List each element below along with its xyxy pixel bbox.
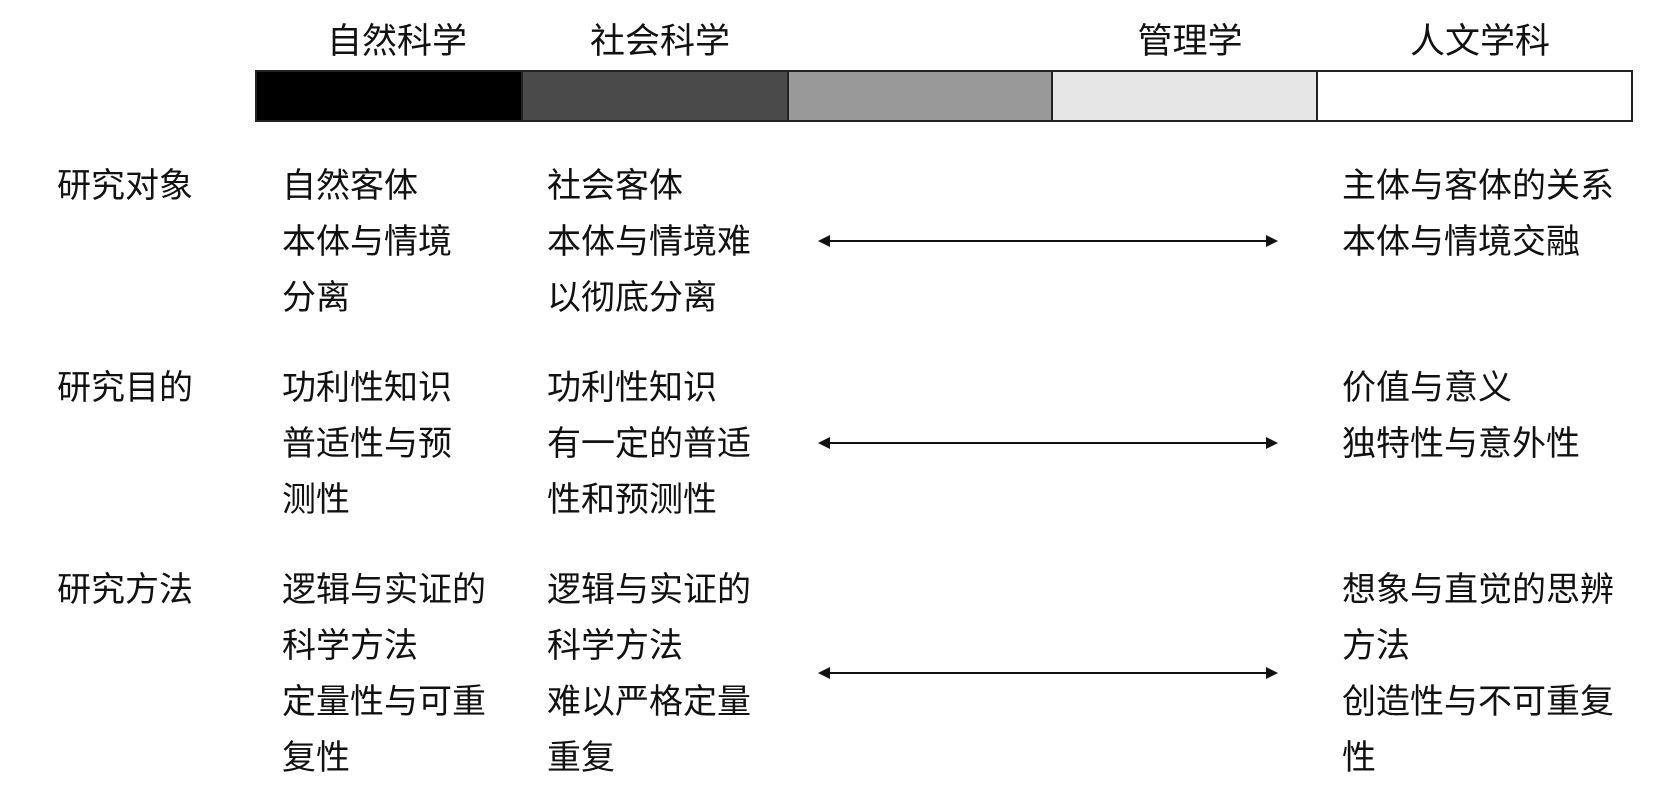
cell-line: 性和预测性 — [547, 480, 717, 520]
cell-line: 逻辑与实证的 — [547, 570, 751, 610]
cell-line: 难以严格定量 — [547, 682, 751, 722]
cell-line: 以彻底分离 — [547, 278, 717, 318]
cell-social-research-purpose: 功利性知识 有一定的普适 性和预测性 — [547, 360, 751, 528]
row-label-research-method: 研究方法 — [57, 570, 193, 610]
cell-line: 复性 — [282, 738, 350, 778]
cell-line: 价值与意义 — [1342, 368, 1512, 408]
cell-line: 本体与情境交融 — [1342, 222, 1580, 262]
header-label-management: 管理学 — [1137, 22, 1243, 62]
spectrum-segment-black — [257, 72, 523, 120]
spectrum-segment-mid-gray — [789, 72, 1053, 120]
cell-line: 社会客体 — [547, 166, 683, 206]
spectrum-segment-dark-gray — [523, 72, 789, 120]
cell-line: 普适性与预 — [282, 424, 452, 464]
cell-natural-research-object: 自然客体 本体与情境 分离 — [282, 158, 452, 326]
cell-line: 科学方法 — [282, 626, 418, 666]
cell-line: 科学方法 — [547, 626, 683, 666]
spectrum-bar — [255, 70, 1633, 122]
cell-line: 独特性与意外性 — [1342, 424, 1580, 464]
header-label-humanities: 人文学科 — [1409, 22, 1550, 62]
header-label-social-science: 社会科学 — [589, 22, 730, 62]
cell-line: 自然客体 — [282, 166, 418, 206]
cell-humanities-research-method: 想象与直觉的思辨 方法 创造性与不可重复 性 — [1342, 562, 1614, 786]
spectrum-segment-white — [1318, 72, 1631, 120]
cell-line: 定量性与可重 — [282, 682, 486, 722]
double-arrow-research-method — [818, 667, 1278, 679]
cell-line: 重复 — [547, 738, 615, 778]
cell-line: 有一定的普适 — [547, 424, 751, 464]
cell-line: 本体与情境难 — [547, 222, 751, 262]
cell-line: 创造性与不可重复 — [1342, 682, 1614, 722]
cell-line: 想象与直觉的思辨 — [1342, 570, 1614, 610]
cell-social-research-method: 逻辑与实证的 科学方法 难以严格定量 重复 — [547, 562, 751, 786]
cell-line: 测性 — [282, 480, 350, 520]
double-arrow-research-object — [818, 235, 1278, 247]
header-label-natural-science: 自然科学 — [326, 22, 467, 62]
cell-line: 本体与情境 — [282, 222, 452, 262]
row-label-research-object: 研究对象 — [57, 166, 193, 206]
cell-line: 分离 — [282, 278, 350, 318]
cell-line: 方法 — [1342, 626, 1410, 666]
cell-social-research-object: 社会客体 本体与情境难 以彻底分离 — [547, 158, 751, 326]
cell-line: 逻辑与实证的 — [282, 570, 486, 610]
cell-line: 性 — [1342, 738, 1376, 778]
cell-humanities-research-purpose: 价值与意义 独特性与意外性 — [1342, 360, 1580, 472]
row-label-research-purpose: 研究目的 — [57, 368, 193, 408]
cell-natural-research-purpose: 功利性知识 普适性与预 测性 — [282, 360, 452, 528]
double-arrow-research-purpose — [818, 437, 1278, 449]
cell-line: 功利性知识 — [282, 368, 452, 408]
cell-natural-research-method: 逻辑与实证的 科学方法 定量性与可重 复性 — [282, 562, 486, 786]
cell-line: 主体与客体的关系 — [1342, 166, 1614, 206]
spectrum-segment-light-gray — [1053, 72, 1318, 120]
cell-humanities-research-object: 主体与客体的关系 本体与情境交融 — [1342, 158, 1614, 270]
cell-line: 功利性知识 — [547, 368, 717, 408]
